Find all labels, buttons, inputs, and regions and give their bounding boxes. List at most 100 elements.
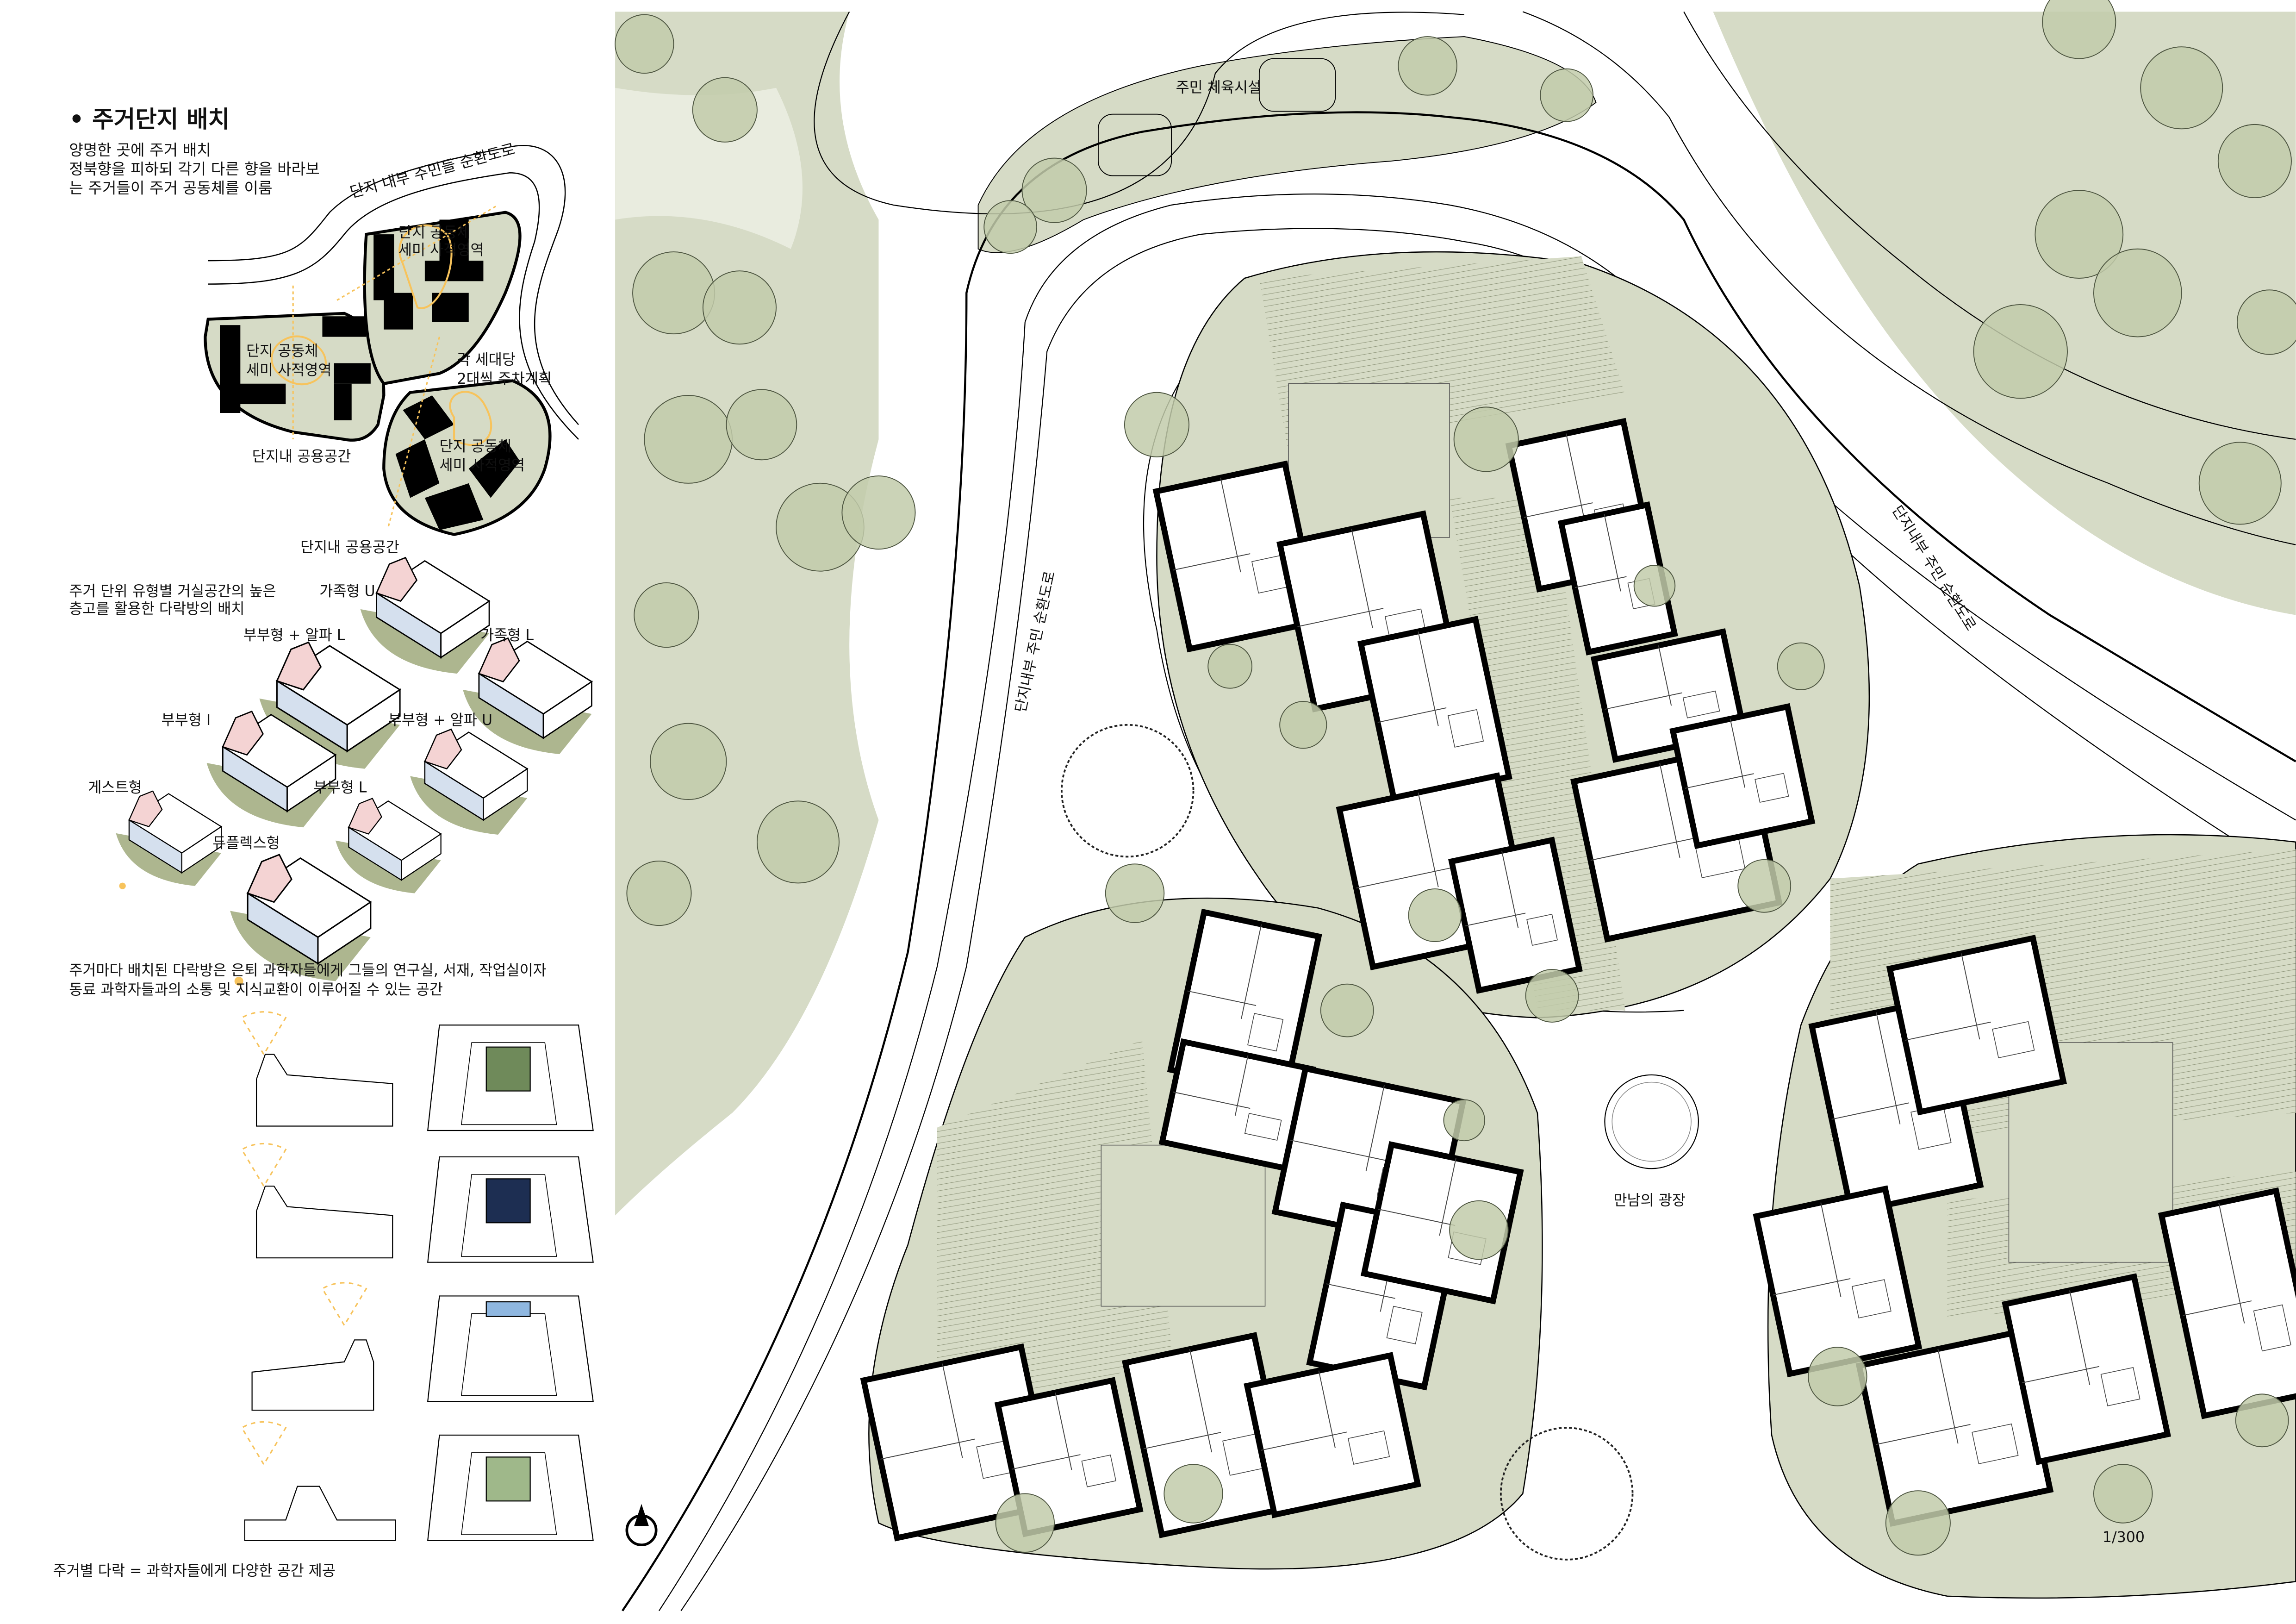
tree-icon [1398,36,1457,96]
window-view [485,1456,531,1502]
view-cone [241,1143,287,1188]
window-view [485,1046,531,1092]
semi-private-label: 단지 공동체 [246,343,318,360]
semi-private-label: 단지 공동체 [440,438,512,455]
unit-isometric [206,710,337,831]
tree-icon [1973,304,2068,399]
tree-icon [1443,1099,1485,1142]
building-footprints [220,219,520,531]
house-unit [1244,1352,1421,1518]
tree-icon [632,251,716,335]
furniture [1244,1113,1282,1141]
tree-icon [1525,969,1579,1023]
footer-note: 주거별 다락 = 과학자들에게 다양한 공간 제공 [53,1563,336,1580]
unit-isometric [230,854,372,986]
tree-icon [2237,289,2296,355]
tree-icon [1060,724,1195,858]
furniture [1081,1454,1117,1487]
plaza-label: 만남의 광장 [1613,1192,1686,1209]
tree-icon [726,389,797,461]
intro-line: 는 주거들이 주거 공동체를 이룸 [69,179,272,197]
sun-icon [119,882,126,889]
plaza-circle [1604,1074,1699,1169]
fitness-label: 주민 체육시설 [1176,79,1262,96]
tree-icon [1207,643,1253,689]
tree-icon [644,395,733,484]
unit-types-intro: 주거 단위 유형별 거실공간의 높은 [69,583,276,600]
unit-type-label: 가족형 L [480,627,534,643]
furniture [1755,773,1789,803]
road-label-right: 단지내부 주민 순환도로 [1889,503,1979,634]
unit-type-label: 가족형 U [319,583,375,600]
parking-label: 2대씩 주차계획 [457,371,552,387]
tree-icon [756,800,840,884]
north-arrow-icon [625,1504,658,1547]
unit-isometric [116,790,223,889]
intro-line: 양명한 곳에 주거 배치 [69,141,211,159]
furniture [2100,1367,2140,1406]
attic-section [241,1421,594,1541]
furniture [1386,1305,1423,1344]
view-cone [241,1421,287,1466]
view-cone [241,1011,287,1056]
tree-icon [983,200,1038,254]
semi-private-label: 세미 사적영역 [246,362,332,379]
tree-icon [841,475,916,550]
tree-icon [1164,1464,1223,1524]
scale-label: 1/300 [2103,1529,2145,1546]
attic-section [241,1011,594,1131]
house-unit [2002,1273,2172,1465]
panel-title: • 주거단지 배치 [69,106,230,133]
shared-space-label: 단지내 공용공간 [252,448,351,465]
unit-type-label: 부부형 L [313,779,367,796]
parking-label: 각 세대당 [457,352,515,369]
shared-space-label: 단지내 공용공간 [300,539,399,556]
tree-icon [1408,888,1462,942]
tree-icon [692,77,758,143]
house-unit [1886,935,2067,1116]
unit-isometric [259,641,401,774]
attic-section [241,1143,594,1263]
tree-icon [1737,859,1792,913]
tree-icon [1777,642,1825,690]
furniture [1992,1021,2035,1058]
tree-icon [995,1493,1055,1553]
tree-icon [626,861,692,926]
tree-icon [1105,863,1165,923]
sun-icon [234,976,243,986]
road-line [208,145,579,425]
furniture [1247,1013,1284,1052]
furniture [1447,709,1484,748]
semi-private-label: 세미 사적영역 [398,242,484,258]
fitness-area [977,36,1597,253]
unit-type-isometrics [116,556,593,986]
attic-intro: 동료 과학자들과의 소통 및 지식교환이 이루어질 수 있는 공간 [69,981,443,998]
unit-isometric [463,637,593,758]
tree-icon [702,270,777,345]
tree-icon [2217,124,2292,198]
trees [615,0,2296,1561]
tree-icon [1320,983,1374,1037]
unit-type-label: 듀플렉스형 [212,835,280,851]
tree-icon [1021,157,1087,223]
unit-type-label: 부부형 I [161,712,211,729]
tree-icon [2035,190,2124,279]
tree-icon [2140,46,2223,130]
unit-types-intro: 층고를 활용한 다락방의 배치 [69,600,244,617]
hatched-paving [1259,256,1625,1011]
unit-isometric [410,728,529,838]
furniture [1851,1279,1892,1318]
left-panel: • 주거단지 배치 양명한 곳에 주거 배치 정북향을 피하되 각기 다른 향을… [53,106,594,1580]
tree-icon [1124,392,1190,457]
road-line [208,172,579,440]
tree-icon [2235,1393,2289,1448]
tree-icon [2093,248,2182,337]
attic-intro: 주거마다 배치된 다락방은 은퇴 과학자들에게 그들의 연구실, 서재, 작업실… [69,962,547,979]
road-label-left: 단지내부 주민 순환도로 [1012,569,1058,714]
unit-type-label: 부부형 + 알파 U [388,712,492,729]
tree-icon [634,582,699,648]
house-unit [1669,703,1816,849]
house-unit [1557,501,1678,656]
tree-icon [650,723,727,800]
